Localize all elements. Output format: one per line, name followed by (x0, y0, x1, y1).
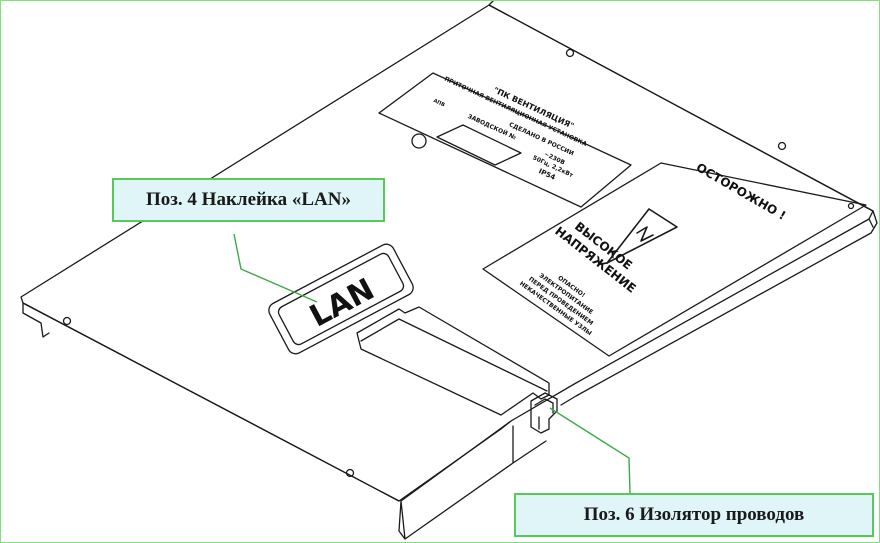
wire-insulator-icon (530, 392, 558, 434)
plate-front-lip (398, 420, 547, 540)
leader-line-insulator (549, 407, 631, 494)
plate-top-edge (488, 1, 874, 212)
nameplate-logo-text: АПВ (432, 98, 445, 109)
mounting-hole (345, 468, 355, 478)
mounting-hole (565, 48, 575, 58)
callout-wire-insulator: Поз. 6 Изолятор проводов (514, 493, 874, 537)
plate-left-edge (22, 302, 400, 502)
plate-side-flange (560, 210, 878, 406)
lan-sticker-frame (268, 243, 414, 355)
plate-notch (356, 306, 550, 416)
mounting-hole (62, 316, 72, 326)
warning-line1: ОСТОРОЖНО ! (694, 160, 788, 223)
mounting-hole (847, 202, 855, 210)
callout-lan-sticker: Поз. 4 Наклейка «LAN» (112, 178, 385, 222)
leader-line-lan (233, 233, 318, 303)
mounting-hole (777, 141, 787, 151)
nameplate-outline (378, 72, 632, 208)
warning-plate-outline (482, 162, 867, 357)
